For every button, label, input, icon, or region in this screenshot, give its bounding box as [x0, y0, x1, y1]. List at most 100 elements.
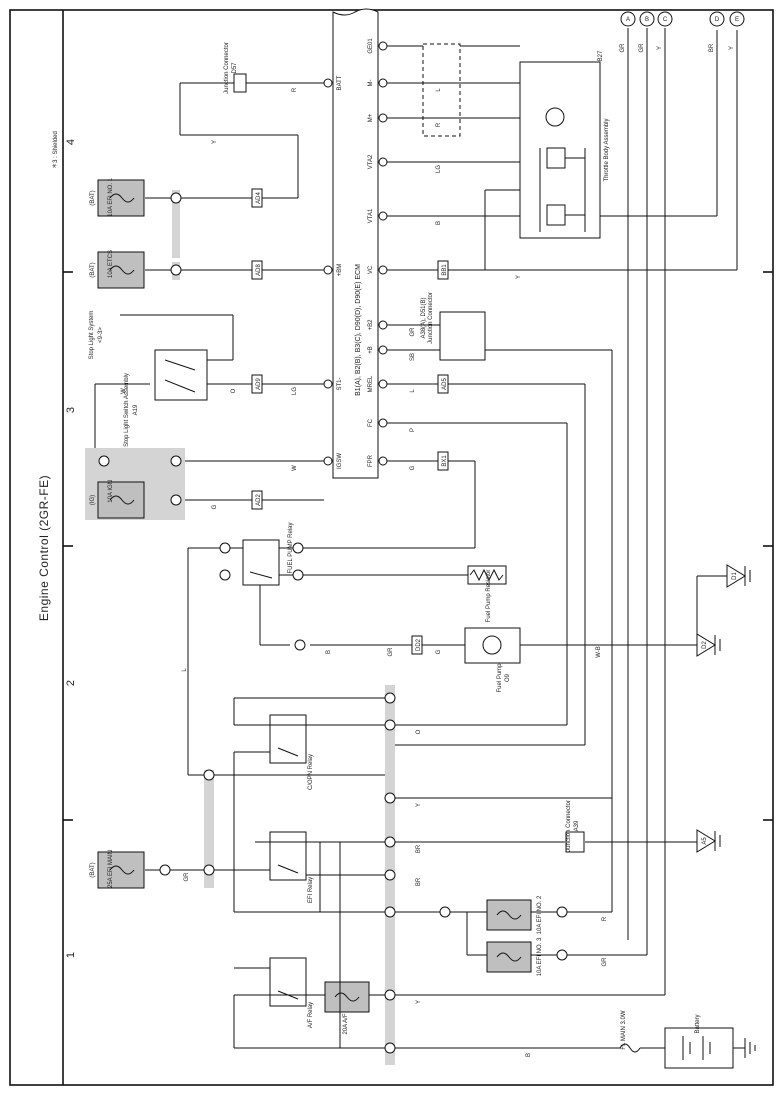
wire-color-labels: GR GR Y BR Y R Y L R LG B Y GR SB L P G …: [121, 43, 735, 1057]
ecm-pin-m-plus: M+: [368, 113, 374, 122]
ecm-pin-mrel: MREL: [368, 375, 374, 392]
fuse-icon: [496, 952, 522, 962]
svg-text:BR: BR: [416, 844, 422, 853]
throttle-body-label: Throttle Body Assembly: [604, 118, 610, 181]
ecm-pin-igsw: IGSW: [337, 453, 343, 469]
svg-text:B: B: [645, 17, 649, 23]
lower-wiring: [145, 697, 697, 1049]
svg-text:BR: BR: [416, 877, 422, 886]
fuse-icon: [334, 992, 360, 1002]
efi-relay-label: EFI Relay: [308, 877, 314, 903]
af-relay-label: A/F Relay: [308, 1002, 314, 1028]
fuse-icon: [109, 865, 135, 875]
junction-bottom-label: Junction Connector: [566, 800, 572, 852]
svg-text:AD8: AD8: [256, 264, 262, 276]
ground-d1-label: D1: [732, 572, 738, 580]
svg-text:(BAT): (BAT): [90, 262, 96, 277]
shielded-pair: [422, 43, 461, 137]
svg-text:(BAT): (BAT): [90, 190, 96, 205]
ground-a5-label: A5: [702, 837, 708, 845]
stop-light-system-label: Stop Light System: [89, 311, 95, 360]
svg-text:Y: Y: [416, 803, 422, 807]
svg-text:G: G: [436, 649, 442, 654]
efi-relay: [269, 831, 307, 881]
svg-text:W: W: [121, 388, 127, 394]
ecm-pin-vta1: VTA1: [368, 208, 374, 223]
junction-mid-id: A38(A), D51(B): [421, 297, 427, 338]
svg-text:LG: LG: [436, 165, 442, 173]
jb-bar-left: [204, 770, 214, 888]
fl-main-label: FL MAIN 3.0W: [621, 1010, 627, 1049]
svg-text:R: R: [602, 916, 608, 921]
ecm-pin-labels-left: BATT +BM ST1- IGSW: [337, 75, 343, 469]
svg-text:25A EFI MAIN: 25A EFI MAIN: [108, 850, 114, 888]
ecm-pin-vc: VC: [368, 265, 374, 274]
zone-label-3: 3: [65, 407, 77, 413]
svg-text:Y: Y: [212, 140, 218, 144]
fuse-efi-no3: 10A EFI NO. 3: [486, 937, 543, 976]
svg-text:E: E: [735, 17, 739, 23]
svg-text:C: C: [663, 17, 668, 23]
svg-text:Y: Y: [729, 46, 735, 50]
zone-label-1: 1: [65, 952, 77, 958]
ecm-pins-right: [378, 41, 388, 466]
svg-text:B: B: [526, 1053, 532, 1057]
fuel-pump-motor-icon: [482, 635, 502, 655]
svg-text:G: G: [212, 504, 218, 509]
fuse-icon: [109, 265, 135, 275]
svg-text:GR: GR: [388, 647, 394, 657]
fuse-efi-main: (BAT) 25A EFI MAIN: [90, 850, 145, 889]
svg-text:AD2: AD2: [256, 494, 262, 506]
stop-light-switch: [154, 349, 208, 401]
zone-label-2: 2: [65, 680, 77, 686]
junction-top-label: Junction Connector: [224, 42, 230, 94]
fuse-efi-no2: 10A EFI NO. 2: [486, 895, 543, 934]
stop-light-ref: <9-3>: [98, 327, 104, 343]
jb-pins: [98, 192, 568, 1054]
battery-label: Battery: [695, 1014, 701, 1033]
svg-text:D: D: [715, 17, 720, 23]
svg-text:LG: LG: [292, 387, 298, 395]
fuel-pump-resistor-label: Fuel Pump Resistor: [486, 570, 492, 623]
svg-text:AD9: AD9: [256, 378, 262, 390]
svg-text:Y: Y: [657, 46, 663, 50]
svg-text:10A ETCS: 10A ETCS: [108, 250, 114, 278]
stop-light-switch-label: Stop Light Switch Assembly: [124, 373, 130, 447]
fuse-bar-efi1: [172, 190, 180, 258]
ecm-right-wiring: [387, 28, 738, 995]
svg-text:BB1: BB1: [442, 264, 448, 276]
svg-text:SB: SB: [410, 353, 416, 361]
ecm-pin-fpr: FPR: [368, 454, 374, 467]
junction-mid-label: Junction Connector: [428, 292, 434, 344]
ground-d2: [696, 633, 721, 657]
ground-a5: [696, 829, 721, 853]
ecm-pin-ge01: GE01: [368, 38, 374, 54]
svg-text:(IG): (IG): [90, 495, 96, 505]
svg-text:GR: GR: [639, 43, 645, 53]
fuel-pump-label: Fuel Pump: [497, 663, 503, 693]
throttle-motor-icon: [545, 107, 565, 127]
fuel-pump-relay: [242, 539, 280, 586]
svg-text:10A EFI NO. 3: 10A EFI NO. 3: [537, 937, 543, 976]
svg-text:GR: GR: [410, 327, 416, 337]
svg-text:BR: BR: [709, 43, 715, 52]
ecm-block: [332, 8, 379, 479]
svg-text:(BAT): (BAT): [90, 862, 96, 877]
svg-text:GR: GR: [620, 43, 626, 53]
svg-text:B: B: [326, 650, 332, 654]
ecm-pins-left: [323, 78, 333, 466]
svg-text:B: B: [436, 221, 442, 225]
cdpn-relay-label: C/OPN Relay: [308, 754, 314, 790]
fuse-icon: [109, 495, 135, 505]
vta1-sensor: [546, 204, 566, 226]
junction-bottom-id: A39: [574, 820, 580, 831]
fuel-pump-id: O9: [505, 673, 511, 682]
af-relay: [269, 957, 307, 1007]
svg-text:10A EFI NO. 1: 10A EFI NO. 1: [108, 177, 114, 216]
svg-text:AD5: AD5: [442, 378, 448, 390]
svg-text:O: O: [416, 729, 422, 734]
ecm-pin-m-minus: M-: [368, 80, 374, 87]
cdpn-relay: [269, 714, 307, 764]
fuse-ign: (IG) 10A IGN: [90, 480, 145, 519]
